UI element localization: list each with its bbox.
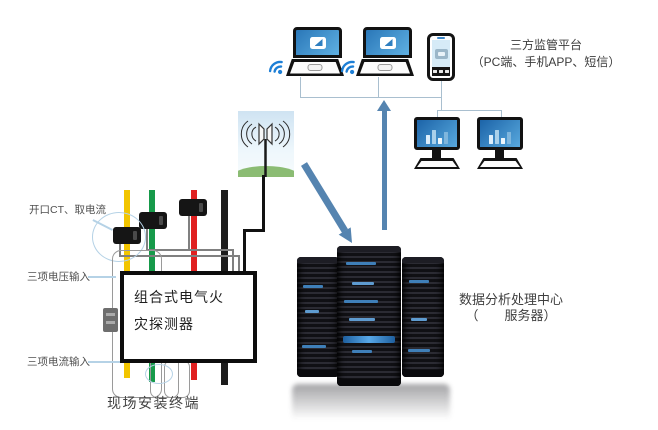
server-rack xyxy=(337,246,401,386)
current-callout-ring xyxy=(145,364,173,384)
antenna-cable xyxy=(262,175,265,232)
callout-line xyxy=(88,361,146,363)
platform-subtitle: （PC端、手机APP、短信） xyxy=(471,55,621,69)
ct-clamp-icon xyxy=(139,212,167,229)
monitor-icon xyxy=(414,117,460,150)
detector-line1: 组合式电气火 xyxy=(134,289,224,305)
connector-line xyxy=(441,80,443,97)
server-reflection xyxy=(292,384,450,426)
connector-line xyxy=(378,77,380,97)
wireless-downlink-arrow xyxy=(301,162,352,243)
antenna-cable xyxy=(243,229,265,232)
terminal-label: 现场安装终端 xyxy=(107,395,200,411)
connector-line xyxy=(437,110,502,112)
laptop-icon xyxy=(363,27,412,58)
datacenter-label: 数据分析处理中心 （ 服务器） xyxy=(448,292,574,324)
antenna-cable xyxy=(243,229,246,274)
connector-line xyxy=(300,77,302,97)
ct-clamp-icon xyxy=(179,199,207,216)
monitor-keyboard xyxy=(477,158,523,169)
platform-title: 三方监管平台 xyxy=(509,38,582,52)
monitor-stand xyxy=(432,147,441,158)
detector-line2: 灾探测器 xyxy=(134,316,194,332)
connector-line xyxy=(437,110,439,118)
callout-line xyxy=(88,276,116,278)
server-rack xyxy=(297,257,339,377)
laptop-base xyxy=(356,59,414,76)
sensor-lead xyxy=(146,249,233,251)
wifi-icon xyxy=(268,60,283,75)
ct-callout-ring xyxy=(92,212,146,262)
current-label: 三项电流输入 xyxy=(27,356,90,368)
datacenter-line2: （ 服务器） xyxy=(465,308,557,323)
monitor-stand xyxy=(495,147,504,158)
sensor-lead xyxy=(119,255,240,257)
sensor-lead xyxy=(188,216,190,250)
wifi-icon xyxy=(340,60,355,75)
monitor-icon xyxy=(477,117,523,150)
laptop-icon xyxy=(293,27,342,58)
broadcast-antenna-icon xyxy=(238,111,294,177)
upward-data-arrow-head xyxy=(377,100,391,111)
terminal-connector xyxy=(103,308,118,332)
ct-label: 开口CT、取电流 xyxy=(29,204,106,216)
datacenter-line1: 数据分析处理中心 xyxy=(458,292,563,307)
upward-data-arrow xyxy=(382,110,387,230)
connector-line xyxy=(501,110,503,118)
laptop-base xyxy=(286,59,344,76)
detector-box: 组合式电气火 灾探测器 xyxy=(120,271,257,363)
video-glyph-icon xyxy=(379,36,396,49)
platform-label: 三方监管平台 （PC端、手机APP、短信） xyxy=(460,37,632,71)
sensor-lead xyxy=(146,229,148,250)
smartphone-icon xyxy=(427,33,455,81)
server-rack xyxy=(402,257,444,377)
connector-line xyxy=(441,97,443,110)
photo-glyph-icon xyxy=(434,48,448,59)
sensor-lead xyxy=(232,249,234,272)
sensor-lead xyxy=(238,255,240,272)
connector-line xyxy=(300,97,442,99)
video-glyph-icon xyxy=(309,36,326,49)
voltage-label: 三项电压输入 xyxy=(27,271,90,283)
monitor-keyboard xyxy=(414,158,460,169)
